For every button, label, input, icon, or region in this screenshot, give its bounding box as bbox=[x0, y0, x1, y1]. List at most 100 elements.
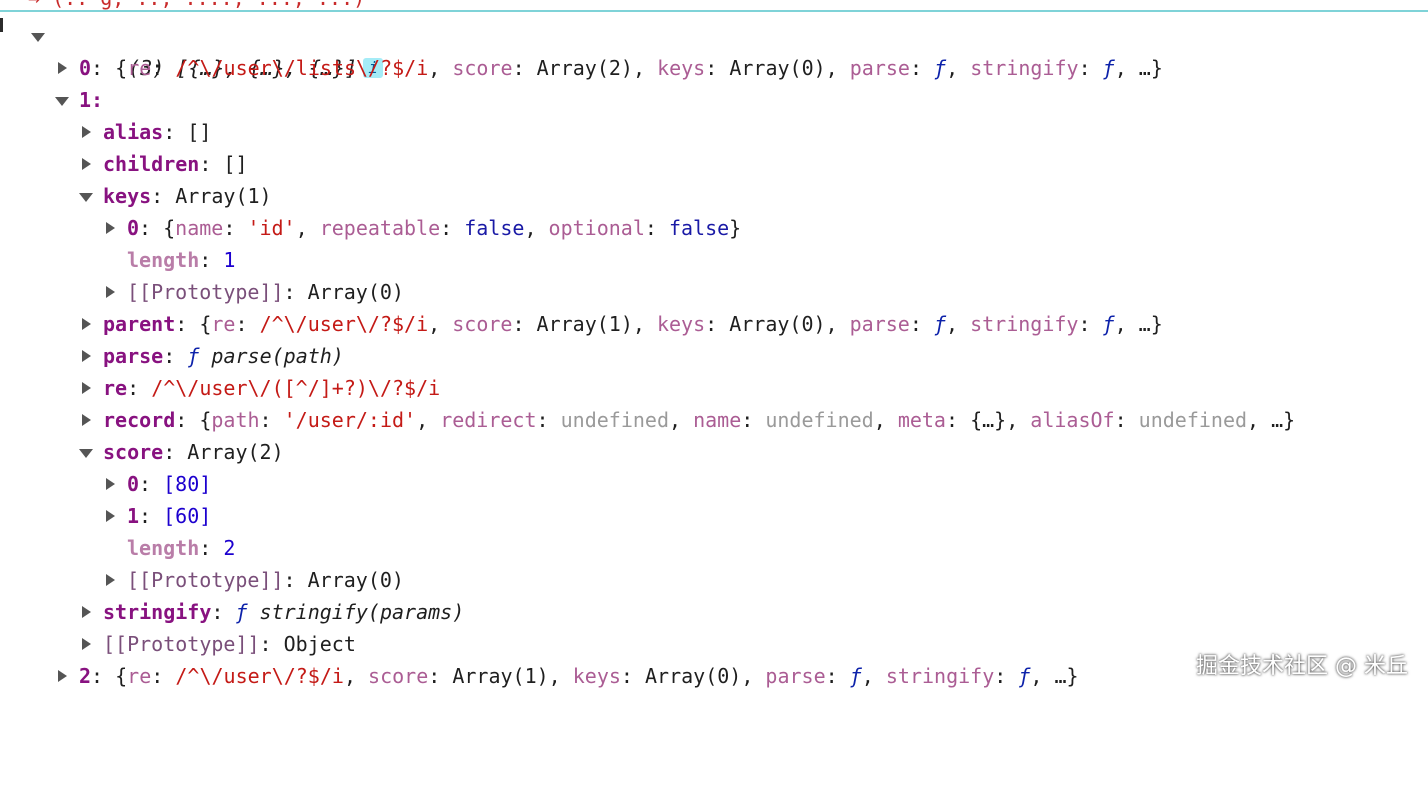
expand-triangle-icon[interactable] bbox=[79, 404, 93, 436]
preview-token: ƒ bbox=[1018, 664, 1031, 688]
preview-token: : Array(0), bbox=[705, 56, 850, 80]
array-item-2[interactable]: 2: {re: /^\/user\/?$/i, score: Array(1),… bbox=[0, 660, 1079, 692]
property-value: 2 bbox=[223, 536, 236, 560]
preview-token: , …} bbox=[1030, 664, 1079, 688]
preview-token: : bbox=[825, 664, 850, 688]
preview-token: ƒ bbox=[1102, 312, 1115, 336]
preview-token: meta bbox=[897, 408, 946, 432]
property-value: : Array(0) bbox=[283, 280, 404, 304]
item-value: [80] bbox=[163, 472, 212, 496]
expand-triangle-icon[interactable] bbox=[79, 116, 93, 148]
preview-token: , bbox=[668, 408, 694, 432]
property-key: length bbox=[127, 248, 200, 272]
expand-triangle-icon[interactable] bbox=[103, 564, 117, 596]
expand-triangle-icon[interactable] bbox=[79, 340, 93, 372]
property-record[interactable]: record: {path: '/user/:id', redirect: un… bbox=[0, 404, 1295, 436]
expand-triangle-icon[interactable] bbox=[55, 660, 69, 692]
property-preview: : {path: '/user/:id', redirect: undefine… bbox=[175, 408, 1295, 432]
preview-token: ƒ bbox=[933, 312, 946, 336]
item-1-prototype[interactable]: [[Prototype]]: Object bbox=[0, 628, 356, 660]
preview-token: score bbox=[452, 56, 513, 80]
expand-triangle-icon[interactable] bbox=[79, 596, 93, 628]
item-key: 0 bbox=[127, 472, 140, 496]
array-summary-row[interactable]: (3) [{…}, {…}, {…}]i bbox=[0, 20, 384, 80]
property-value: : Array(0) bbox=[283, 568, 404, 592]
property-key: [[Prototype]] bbox=[127, 568, 284, 592]
score-item-0[interactable]: 0: [80] bbox=[0, 468, 211, 500]
property-key: re bbox=[103, 376, 128, 400]
collapse-triangle-icon[interactable] bbox=[55, 84, 69, 116]
keys-length: length: 1 bbox=[127, 248, 236, 272]
expand-triangle-icon[interactable] bbox=[79, 308, 93, 340]
item-value: [60] bbox=[163, 504, 212, 528]
watermark: 掘金技术社区 @ 米丘 bbox=[1196, 654, 1408, 679]
preview-token: : bbox=[909, 312, 934, 336]
array-item-1[interactable]: 1: bbox=[0, 84, 103, 116]
property-alias[interactable]: alias: [] bbox=[0, 116, 211, 148]
property-value: : Array(2) bbox=[163, 440, 284, 464]
property-key: parse bbox=[103, 344, 164, 368]
property-key: record bbox=[103, 408, 176, 432]
expand-triangle-icon[interactable] bbox=[55, 52, 69, 84]
property-parent[interactable]: parent: {re: /^\/user\/?$/i, score: Arra… bbox=[0, 308, 1163, 340]
preview-token: false bbox=[668, 216, 730, 240]
score-prototype[interactable]: [[Prototype]]: Array(0) bbox=[0, 564, 404, 596]
preview-token: , bbox=[428, 312, 453, 336]
preview-token: ƒ bbox=[849, 664, 862, 688]
expand-triangle-icon[interactable] bbox=[103, 276, 117, 308]
preview-token: stringify bbox=[970, 312, 1079, 336]
property-key: stringify bbox=[103, 600, 212, 624]
item-key: 1 bbox=[79, 88, 92, 112]
property-key: keys bbox=[103, 184, 152, 208]
preview-token: : Array(2), bbox=[512, 56, 658, 80]
previous-line-text: → (.. g, .., ...., ..., ...) bbox=[28, 0, 365, 10]
property-re[interactable]: re: /^\/user\/([^/]+?)\/?$/i bbox=[0, 372, 440, 404]
expand-triangle-icon[interactable] bbox=[103, 500, 117, 532]
property-value: 1 bbox=[223, 248, 236, 272]
preview-token: , bbox=[416, 408, 441, 432]
preview-token: , bbox=[428, 56, 453, 80]
collapse-triangle-icon[interactable] bbox=[31, 20, 45, 52]
function-icon: ƒ bbox=[187, 344, 200, 368]
preview-token: re bbox=[211, 312, 236, 336]
preview-token: : bbox=[440, 216, 465, 240]
expand-triangle-icon[interactable] bbox=[79, 628, 93, 660]
preview-token: redirect bbox=[440, 408, 537, 432]
property-value: /^\/user\/([^/]+?)\/?$/i bbox=[151, 376, 441, 400]
collapse-triangle-icon[interactable] bbox=[79, 436, 93, 468]
info-icon[interactable]: i bbox=[363, 58, 384, 78]
preview-token: : bbox=[259, 408, 284, 432]
preview-token: : bbox=[151, 664, 176, 688]
expand-triangle-icon[interactable] bbox=[103, 468, 117, 500]
property-score[interactable]: score: Array(2) bbox=[0, 436, 284, 468]
property-value: : Object bbox=[259, 632, 356, 656]
preview-token: , bbox=[946, 56, 971, 80]
property-children[interactable]: children: [] bbox=[0, 148, 248, 180]
property-parse[interactable]: parse: ƒ parse(path) bbox=[0, 340, 344, 372]
collapse-triangle-icon[interactable] bbox=[79, 180, 93, 212]
keys-item-0[interactable]: 0: {name: 'id', repeatable: false, optio… bbox=[0, 212, 741, 244]
preview-token: : bbox=[1078, 312, 1103, 336]
property-key: parent bbox=[103, 312, 176, 336]
preview-token: keys bbox=[572, 664, 621, 688]
property-value: : [] bbox=[163, 120, 212, 144]
keys-prototype[interactable]: [[Prototype]]: Array(0) bbox=[0, 276, 404, 308]
score-item-1[interactable]: 1: [60] bbox=[0, 500, 211, 532]
property-keys[interactable]: keys: Array(1) bbox=[0, 180, 272, 212]
preview-token: : bbox=[235, 312, 260, 336]
preview-token: ƒ bbox=[1102, 56, 1115, 80]
expand-triangle-icon[interactable] bbox=[79, 372, 93, 404]
property-stringify[interactable]: stringify: ƒ stringify(params) bbox=[0, 596, 464, 628]
preview-token: , bbox=[295, 216, 320, 240]
preview-token: { bbox=[115, 56, 128, 80]
preview-token: /^\/user\/?$/i bbox=[259, 312, 429, 336]
expand-triangle-icon[interactable] bbox=[79, 148, 93, 180]
preview-token: } bbox=[729, 216, 742, 240]
property-key: alias bbox=[103, 120, 164, 144]
item-preview: : {name: 'id', repeatable: false, option… bbox=[139, 216, 741, 240]
function-icon: ƒ bbox=[235, 600, 248, 624]
preview-token: : Array(0), bbox=[705, 312, 850, 336]
array-summary: (3) [{…}, {…}, {…}] bbox=[128, 56, 358, 80]
array-item-0[interactable]: 0: {re: /^\/user\/lists\/?$/i, score: Ar… bbox=[0, 52, 1163, 84]
expand-triangle-icon[interactable] bbox=[103, 212, 117, 244]
